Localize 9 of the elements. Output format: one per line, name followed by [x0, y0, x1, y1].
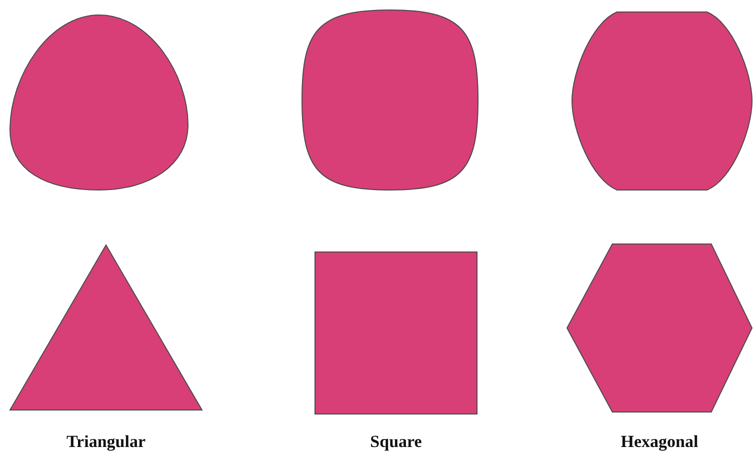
square-shape	[314, 252, 478, 414]
rounded-shape	[10, 14, 188, 190]
shape-label: Triangular	[66, 432, 146, 452]
rounded-shape	[572, 12, 752, 190]
triangle-shape	[9, 244, 203, 410]
hexagon-shape	[566, 244, 753, 412]
shape-label: Hexagonal	[620, 432, 698, 452]
rounded-shape	[302, 10, 478, 190]
shape-label: Square	[370, 432, 422, 452]
